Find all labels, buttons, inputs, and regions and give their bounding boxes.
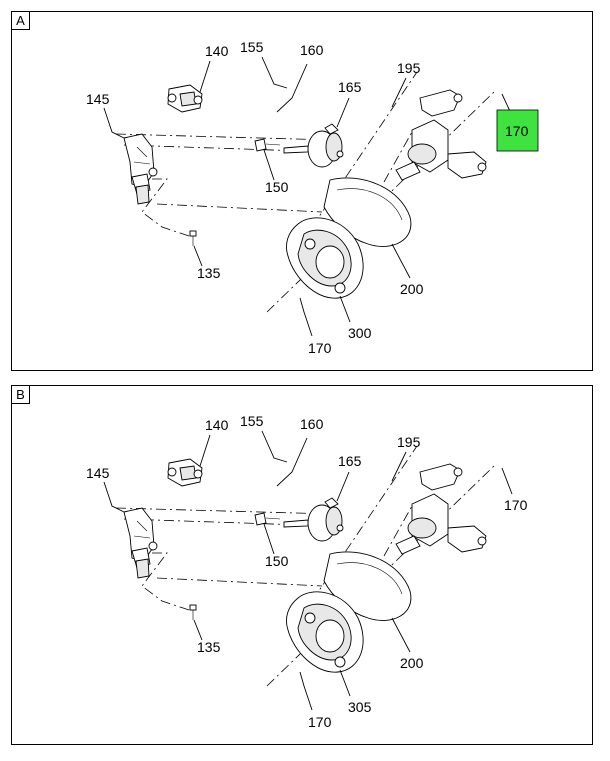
callout-160: 160 (300, 416, 324, 432)
valve-assembly (167, 84, 203, 113)
panel-b: B (11, 385, 593, 745)
callout-195: 195 (397, 60, 421, 76)
axle-centerline (266, 465, 495, 687)
panel-label: B (12, 386, 30, 404)
leader-line (336, 97, 350, 128)
callout-200: 200 (400, 655, 424, 671)
steering-knuckle (395, 89, 487, 181)
callout-195: 195 (397, 434, 421, 450)
centerline (156, 203, 323, 213)
centerline (123, 144, 333, 153)
callout-170: 170 (308, 714, 332, 730)
leader-line (391, 243, 411, 279)
centerline (383, 131, 413, 183)
clevis-pin (254, 512, 281, 526)
highlight-box (496, 109, 539, 152)
centerline (156, 577, 323, 587)
callout-150: 150 (265, 553, 289, 569)
callout-135: 135 (197, 265, 221, 281)
callout-305: 305 (348, 699, 372, 715)
centerline (123, 518, 333, 527)
callout-165: 165 (338, 79, 362, 95)
callout-145: 145 (86, 91, 110, 107)
leader-line (263, 149, 275, 181)
centerline (141, 552, 193, 612)
callout-165: 165 (338, 453, 362, 469)
callout-155: 155 (240, 413, 264, 429)
centerline (383, 505, 413, 557)
leader-line (336, 471, 350, 502)
brake-chamber (283, 497, 344, 542)
leader-line (263, 523, 275, 555)
steering-knuckle (395, 463, 487, 555)
callout-200: 200 (400, 281, 424, 297)
leader-line (103, 481, 125, 513)
callout-160: 160 (300, 42, 324, 58)
brake-shoe-assembly (286, 217, 364, 299)
leader-line (391, 617, 411, 653)
callout-170: 170 (308, 340, 332, 356)
exploded-diagram: 140 155 160 145 165 195 170 150 135 200 … (86, 413, 528, 730)
leader-line (103, 107, 125, 139)
slack-adjuster-bracket (123, 133, 158, 205)
axle-centerline (266, 91, 495, 313)
leader-line (276, 437, 308, 487)
centerline (115, 507, 333, 515)
callout-155: 155 (240, 39, 264, 55)
leader-line (276, 63, 308, 113)
leader-line (299, 671, 313, 711)
leader-line (193, 619, 203, 641)
brake-chamber (283, 123, 344, 168)
panel-a: A (11, 11, 593, 371)
leader-line (501, 467, 513, 495)
valve-assembly (167, 458, 203, 487)
leader-line (339, 669, 351, 697)
callout-145: 145 (86, 465, 110, 481)
leader-line (391, 451, 407, 482)
leader-line (199, 434, 211, 467)
brake-shoe-assembly (286, 591, 364, 673)
callout-170: 170 (504, 497, 528, 513)
leader-line (339, 295, 351, 323)
leader-line (391, 77, 407, 108)
bolt (189, 604, 197, 620)
callout-150: 150 (265, 179, 289, 195)
slack-adjuster-bracket (123, 507, 158, 579)
leader-line (261, 430, 288, 463)
callout-300: 300 (348, 325, 372, 341)
callout-140: 140 (205, 43, 229, 59)
leader-line (299, 297, 313, 337)
centerline (141, 178, 193, 238)
leader-line (199, 60, 211, 93)
exploded-diagram: 140 155 160 145 165 195 170 150 135 200 … (86, 39, 539, 356)
leader-line (193, 245, 203, 267)
leader-line (261, 56, 288, 89)
panel-label: A (12, 12, 30, 30)
clevis-pin (254, 138, 281, 152)
callout-135: 135 (197, 639, 221, 655)
callout-140: 140 (205, 417, 229, 433)
centerline (115, 133, 333, 141)
bolt (189, 230, 197, 246)
callout-170-highlighted: 170 (505, 123, 529, 139)
